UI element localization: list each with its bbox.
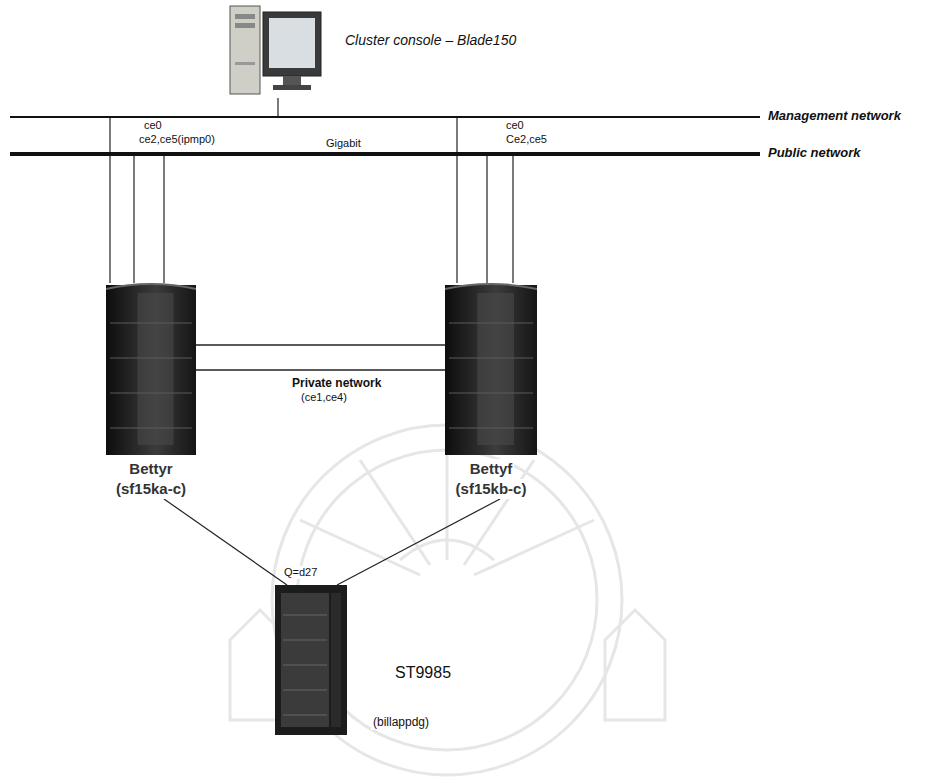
- server: Bettyr(sf15ka-c): [106, 283, 196, 499]
- network-label: Private network: [290, 376, 383, 391]
- server-illustration: [106, 283, 196, 455]
- interface-label: Ce2,ce5: [505, 133, 548, 146]
- network-link: [337, 499, 500, 585]
- server-host: (sf15kb-c): [454, 479, 529, 499]
- server-host: (sf15ka-c): [114, 479, 188, 499]
- storage-name: ST9985: [393, 663, 453, 682]
- network-label: Public network: [766, 145, 862, 161]
- server-name: Bettyr: [127, 459, 174, 479]
- link-speed: Gigabit: [325, 137, 362, 150]
- network-label: Management network: [766, 108, 903, 124]
- storage-array: ST9985(billappdg): [275, 585, 347, 735]
- diskgroup-name: (billappdg): [371, 715, 431, 730]
- network-link: [109, 118, 110, 283]
- console-label: Cluster console – Blade150: [345, 32, 516, 49]
- network-line: Management network: [10, 116, 760, 118]
- storage-illustration: [275, 585, 347, 735]
- network-line: Public network: [10, 152, 760, 156]
- interface-label: ce2,ce5(ipmp0): [138, 133, 216, 146]
- network-link: [196, 369, 445, 371]
- interface-label: ce0: [143, 119, 163, 132]
- server-name: Bettyf: [468, 459, 515, 479]
- network-link: [163, 156, 164, 283]
- console-illustration: [228, 2, 323, 98]
- interface-label: ce0: [505, 119, 525, 132]
- interface-label: (ce1,ce4): [300, 391, 348, 404]
- network-link: [133, 156, 134, 283]
- network-link: [196, 344, 445, 346]
- cluster-console: Cluster console – Blade150: [228, 2, 323, 98]
- network-link: [486, 156, 487, 283]
- network-link: [512, 156, 513, 283]
- network-link: [456, 118, 457, 283]
- server-illustration: [445, 283, 537, 455]
- server: Bettyf(sf15kb-c): [445, 283, 537, 499]
- lun-label: Q=d27: [283, 566, 318, 579]
- network-link: [164, 499, 287, 585]
- network-link: [277, 98, 278, 116]
